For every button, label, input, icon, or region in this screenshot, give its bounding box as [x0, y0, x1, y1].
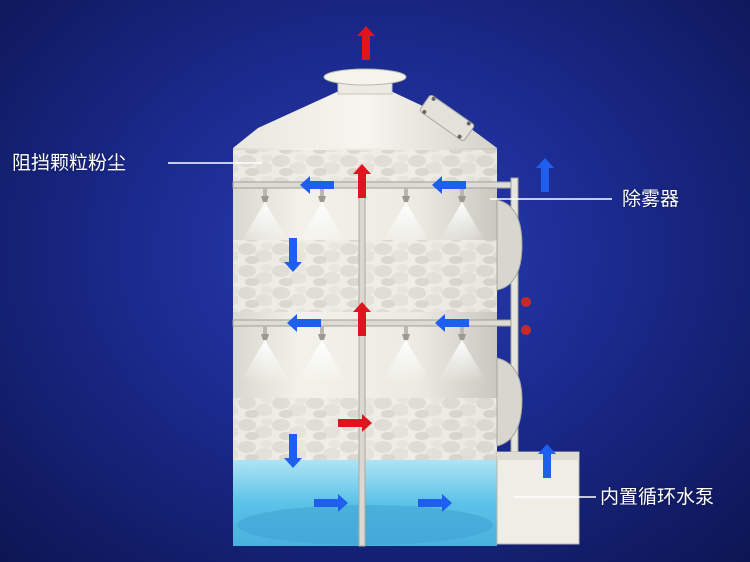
- red-arrow-icon: [357, 26, 375, 60]
- demister-housing-upper: [496, 199, 523, 291]
- external-equipment: [496, 177, 580, 545]
- pump-box-top: [497, 452, 579, 460]
- tower-cone: [233, 86, 497, 148]
- demister-housing-lower: [496, 357, 523, 447]
- spray-header-lower: [232, 319, 514, 327]
- callout-particle-dust: 阻挡颗粒粉尘: [12, 152, 127, 174]
- pump-box: [496, 451, 580, 545]
- valve-icon: [521, 325, 531, 335]
- callout-lines: [168, 162, 612, 498]
- blue-arrow-icon: [536, 158, 554, 192]
- tower: [232, 68, 514, 547]
- valve-icon: [521, 297, 531, 307]
- spray-header-upper: [232, 181, 514, 189]
- center-pipe: [358, 167, 366, 547]
- callout-demister: 除雾器: [622, 188, 680, 210]
- outlet-flange: [323, 68, 407, 86]
- access-hatch: [419, 95, 475, 141]
- callout-built-in-pump: 内置循环水泵: [600, 486, 715, 508]
